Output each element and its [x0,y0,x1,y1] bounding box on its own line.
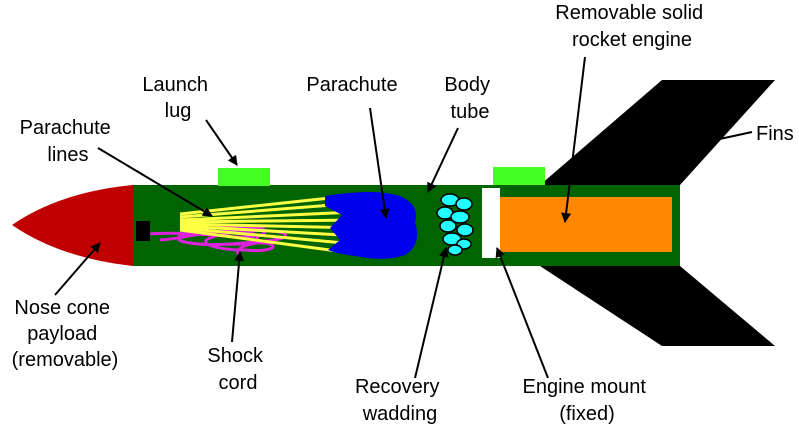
launch-lug-rear [493,167,545,185]
label-launch-lug: Launch lug [142,74,213,122]
label-parachute: Parachute [306,74,397,96]
parachute [325,192,418,259]
label-fins: Fins [756,123,794,145]
label-parachute-lines: Parachute lines [20,117,117,166]
parachute-lines [179,196,363,254]
fin-top [540,80,775,185]
label-body-tube: Body tube [444,74,495,123]
launch-lug-front [218,168,270,186]
label-arrows [54,56,753,379]
rocket-engine [500,197,672,252]
nose-cone-shoulder [136,221,150,241]
label-nose-cone: Nose cone payload (removable) [12,297,119,371]
engine-mount [482,188,500,258]
label-engine: Removable solid rocket engine [555,2,708,51]
label-engine-mount: Engine mount (fixed) [523,376,652,425]
fin-bottom [540,266,775,346]
nose-cone [12,185,133,266]
label-recovery-wadding: Recovery wadding [355,376,445,425]
recovery-wadding [436,193,474,256]
label-shock-cord: Shock cord [207,345,268,394]
